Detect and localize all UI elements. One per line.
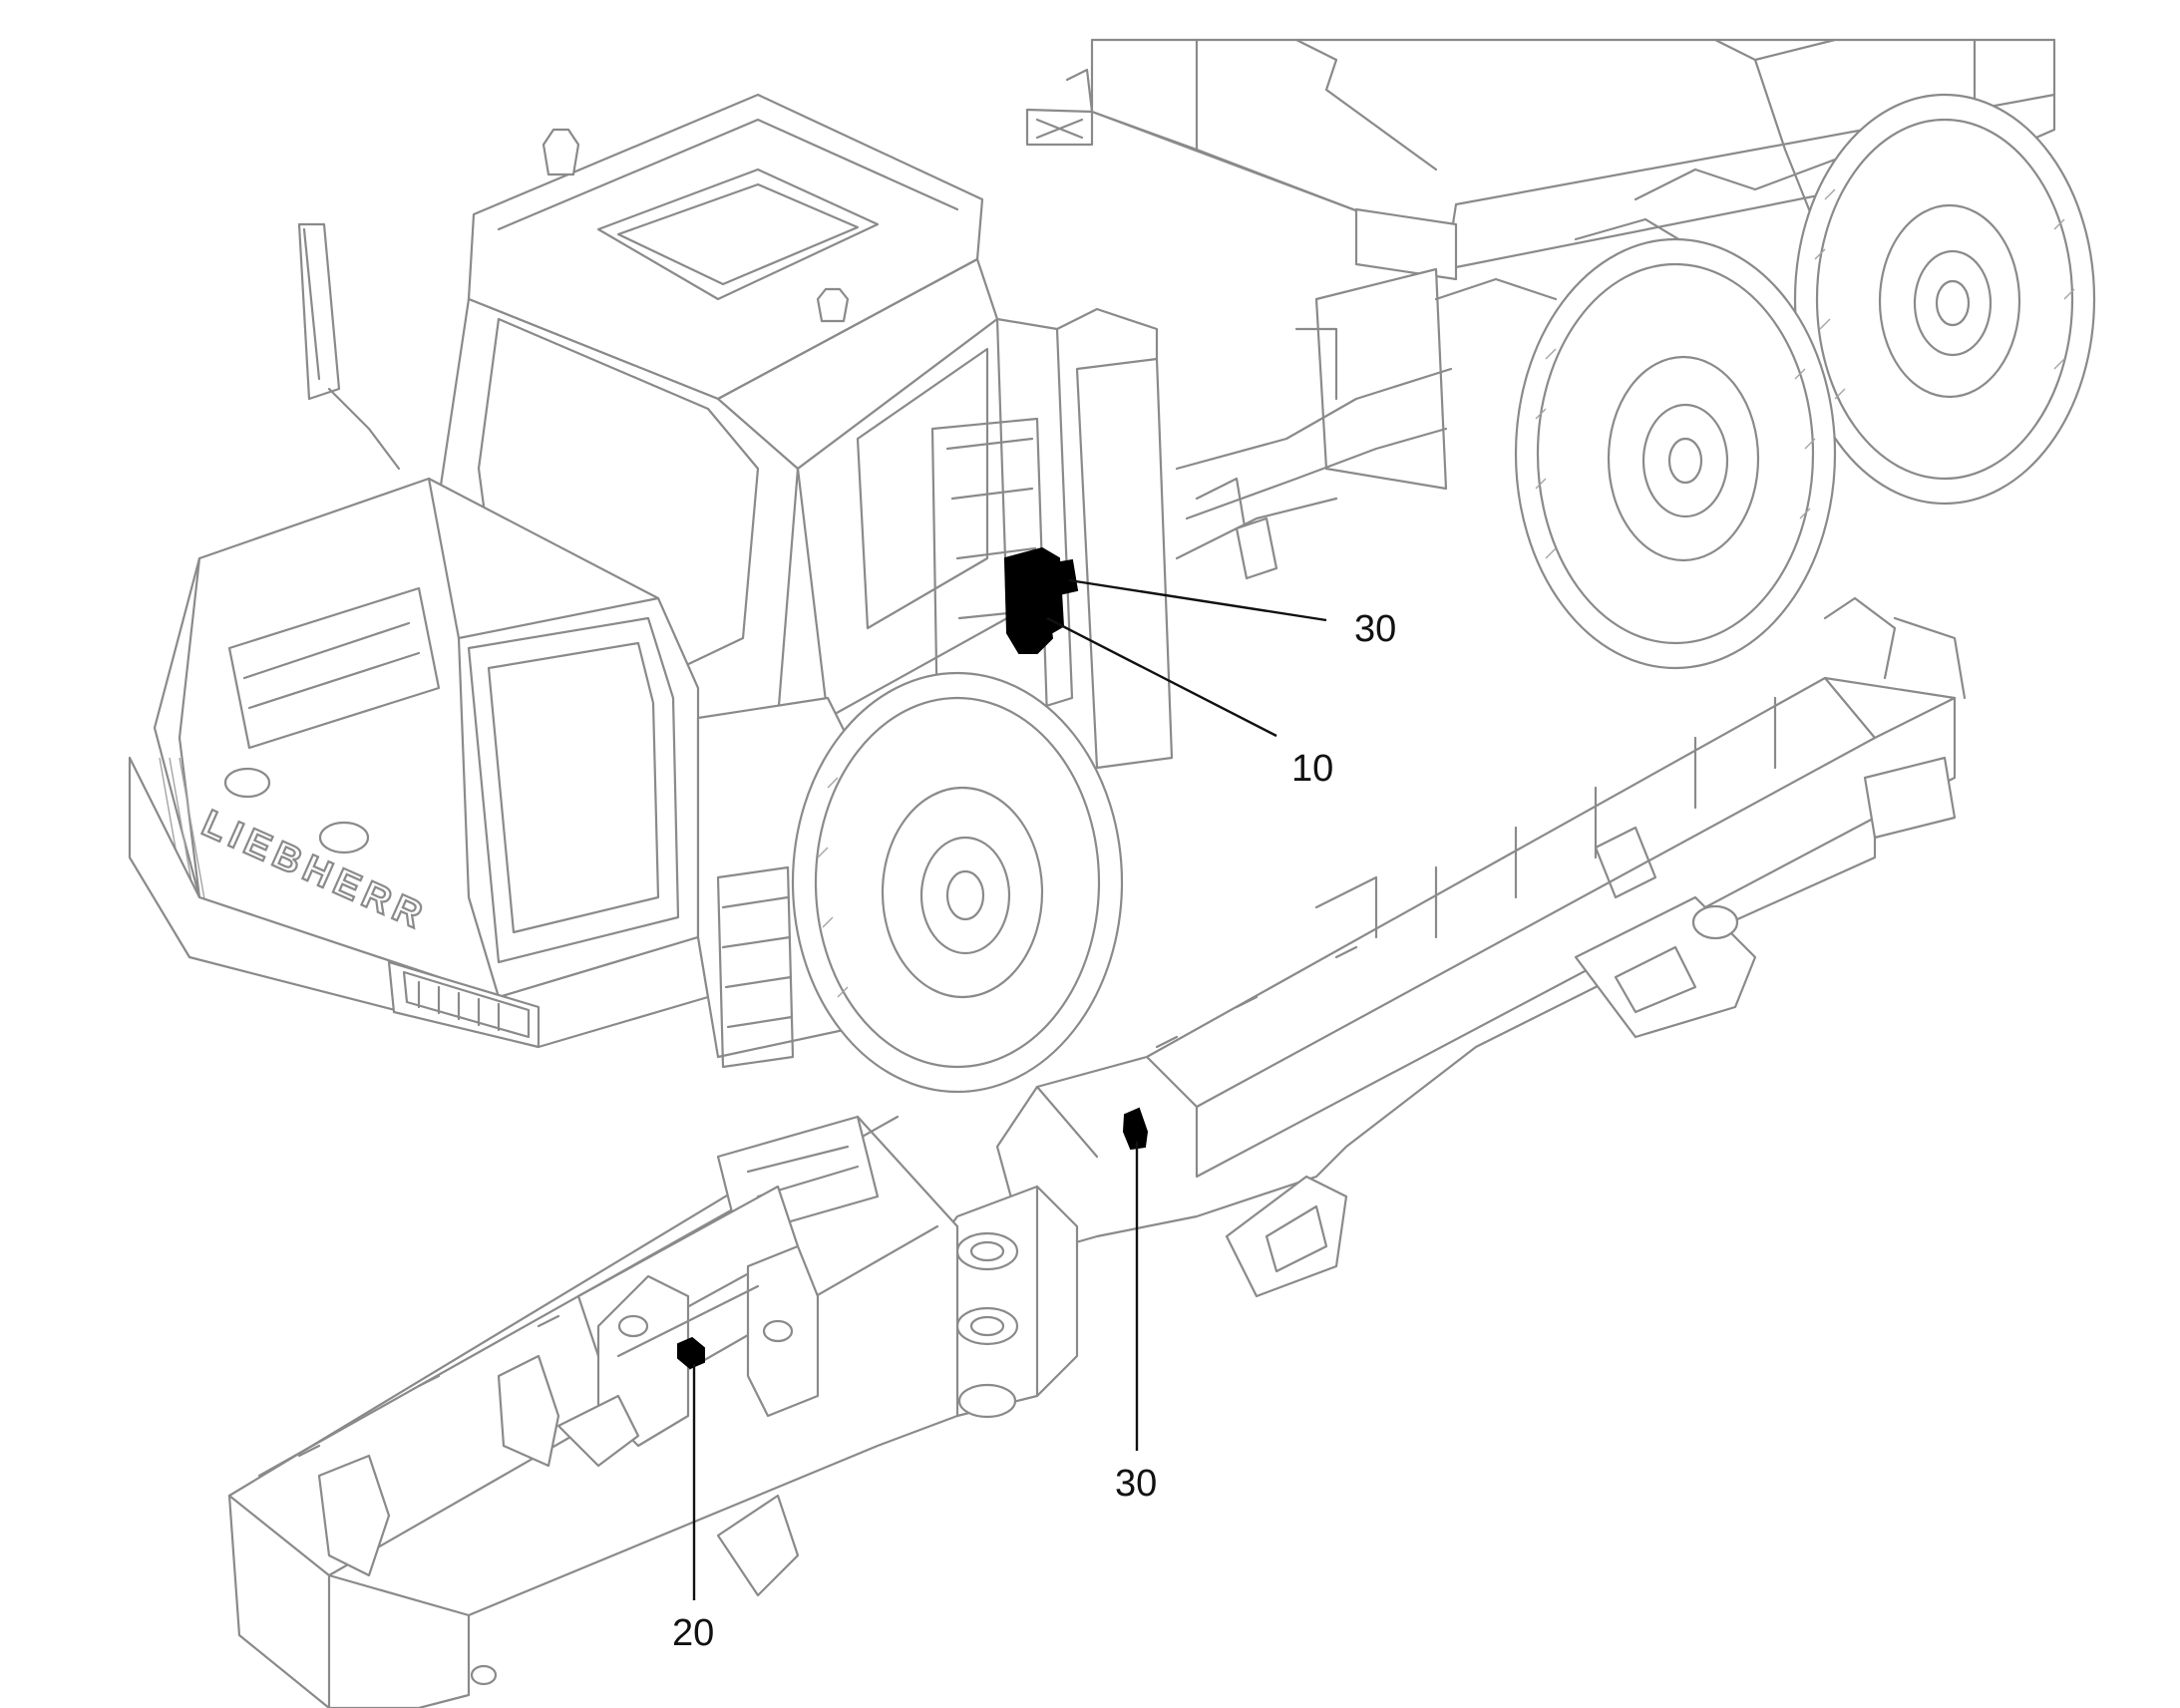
- part-30-cab: [1053, 558, 1079, 596]
- callout-10: 10: [1291, 748, 1333, 790]
- callout-30-cab: 30: [1354, 608, 1396, 650]
- leader-30-cab: [1068, 578, 1327, 622]
- callout-30-frame: 30: [1115, 1463, 1157, 1505]
- front-wheel: [791, 671, 1124, 1094]
- dump-body: [1025, 38, 2056, 281]
- articulation-area: [1175, 38, 1837, 580]
- leader-10: [1046, 616, 1277, 738]
- callout-20: 20: [672, 1612, 714, 1654]
- rear-wheel-back: [1793, 93, 2096, 506]
- part-20: [677, 1336, 705, 1370]
- front-frame: [227, 1115, 959, 1708]
- rear-wheel-front: [1514, 237, 1837, 670]
- part-30-frame: [1122, 1107, 1149, 1151]
- articulation-joint: [925, 1185, 1079, 1419]
- rear-frame: [995, 596, 1967, 1298]
- front-unit: LIEBHERR: [128, 93, 1174, 1069]
